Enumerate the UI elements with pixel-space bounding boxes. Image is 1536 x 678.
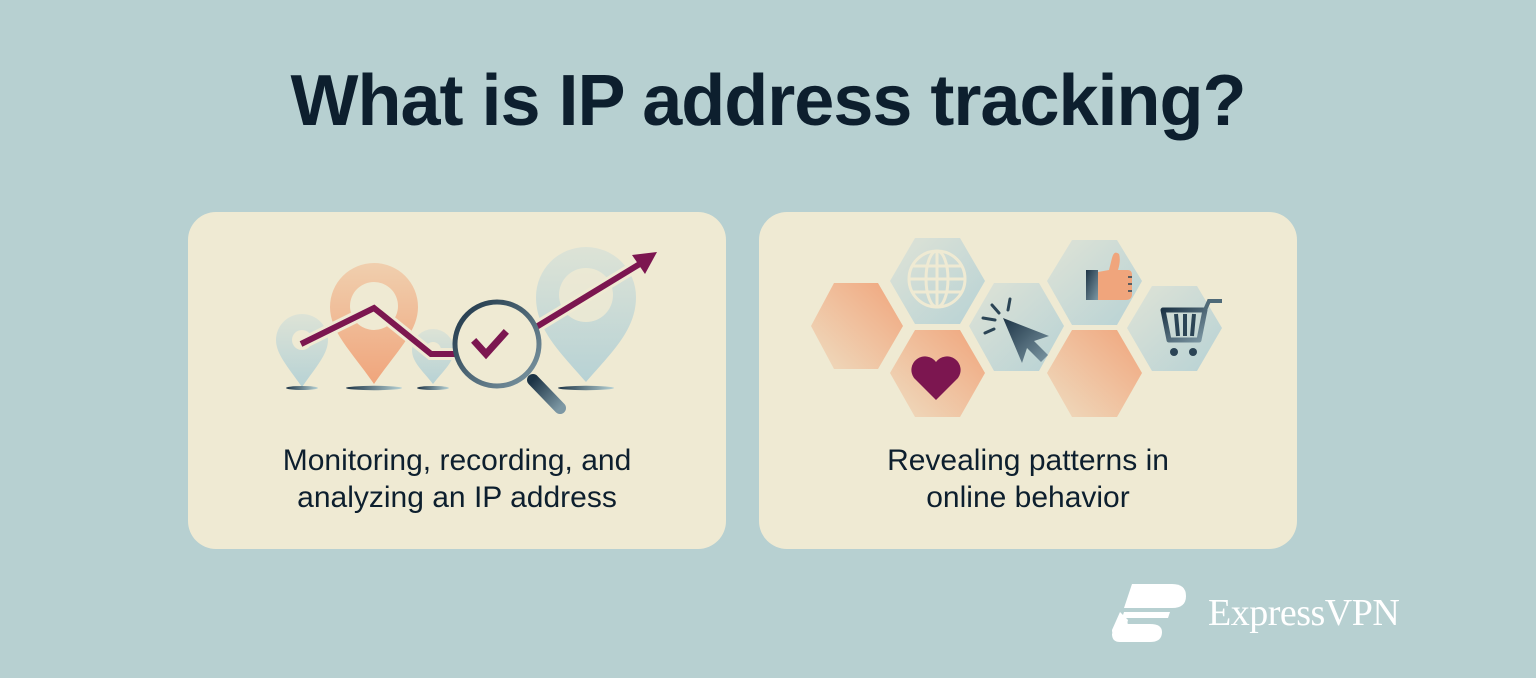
brand-name: ExpressVPN	[1208, 592, 1400, 634]
globe-icon	[907, 249, 967, 309]
hexagon-tile	[811, 283, 903, 369]
caption-line: Revealing patterns in	[887, 444, 1169, 477]
cursor-click-icon	[981, 297, 1049, 363]
behavior-illustration	[811, 238, 1222, 417]
caption-line: Monitoring, recording, and	[282, 444, 632, 477]
expressvpn-logo: ExpressVPN	[1110, 582, 1440, 644]
trend-arrow-icon	[298, 252, 657, 360]
card-caption: Revealing patterns in online behavior	[759, 442, 1297, 516]
caption-line: analyzing an IP address	[297, 481, 617, 514]
heart-icon	[911, 356, 961, 400]
card-behavior-patterns: Revealing patterns in online behavior	[759, 212, 1297, 549]
hexagon-tile	[1127, 286, 1222, 371]
page-title: What is IP address tracking?	[290, 61, 1247, 141]
expressvpn-mark-icon	[1112, 584, 1186, 642]
magnifier-check-icon	[452, 299, 566, 414]
caption-line: online behavior	[926, 481, 1130, 514]
thumbs-up-icon	[1086, 252, 1132, 300]
tracking-illustration	[276, 247, 657, 414]
shopping-cart-icon	[1160, 299, 1222, 356]
card-caption: Monitoring, recording, and analyzing an …	[188, 442, 726, 516]
card-ip-tracking-definition: Monitoring, recording, and analyzing an …	[188, 212, 726, 549]
location-pin-icon	[276, 314, 328, 390]
hexagon-tile	[1047, 330, 1142, 417]
